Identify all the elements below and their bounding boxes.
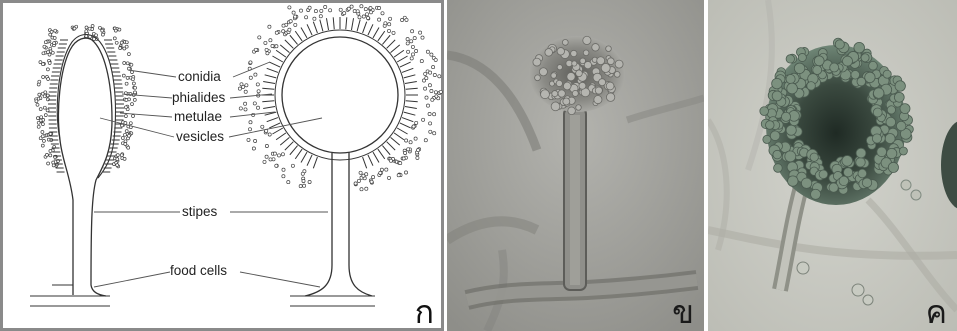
label-stipes: stipes: [182, 204, 217, 220]
panel-letter-a: ก: [415, 295, 434, 329]
panel-letter-b: ข: [672, 295, 694, 329]
panel-letter-c: ค: [926, 295, 947, 329]
label-vesicles: vesicles: [176, 129, 224, 145]
label-conidia: conidia: [178, 69, 221, 85]
micrograph-b: [447, 0, 704, 331]
aspergillus-diagram: [0, 0, 444, 331]
panel-micrograph-b: ข: [447, 0, 704, 331]
label-food-cells: food cells: [170, 263, 227, 279]
label-phialides: phialides: [172, 90, 225, 106]
panel-micrograph-c: ค: [708, 0, 957, 331]
label-metulae: metulae: [174, 109, 222, 125]
panel-diagram: conidia phialides metulae vesicles stipe…: [0, 0, 444, 331]
micrograph-c: [708, 0, 957, 331]
